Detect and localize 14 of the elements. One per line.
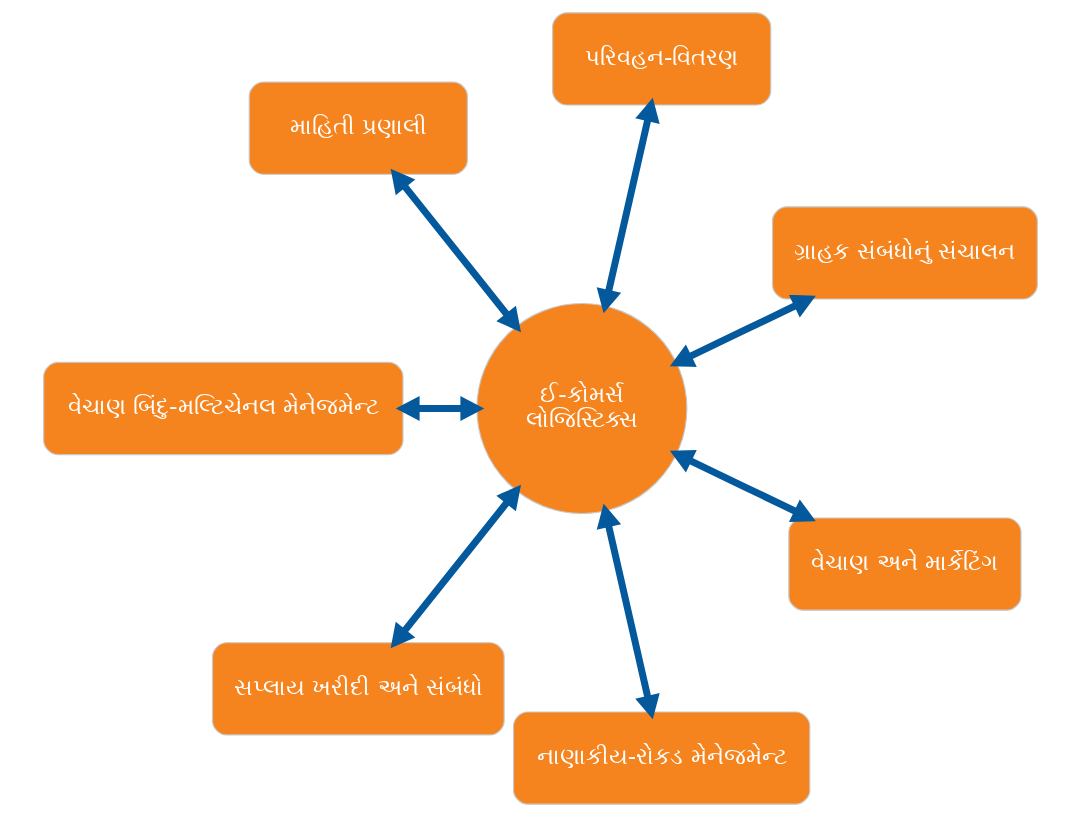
arrow (390, 168, 521, 333)
arrow (596, 503, 660, 720)
node-box: વેચાણ બિંદુ-મલ્ટિચેનલ મેનેજમેન્ટ (42, 361, 404, 456)
node-box: નાણાકીય-રોકડ મેનેજમેન્ટ (512, 711, 810, 805)
arrow (596, 97, 660, 314)
arrow (669, 294, 816, 368)
node-box: સપ્લાય ખરીદી અને સંબંધો (211, 642, 505, 736)
arrow (669, 449, 816, 523)
node-box: ગ્રાહક સંબંધોનું સંચાલન (771, 206, 1038, 300)
node-box: માહિતી પ્રણાલી (248, 81, 468, 175)
arrow (390, 484, 521, 649)
node-box: વેચાણ અને માર્કેટિંગ (787, 517, 1022, 611)
arrow (395, 396, 484, 422)
node-box: પરિવહન-વિતરણ (551, 12, 771, 106)
